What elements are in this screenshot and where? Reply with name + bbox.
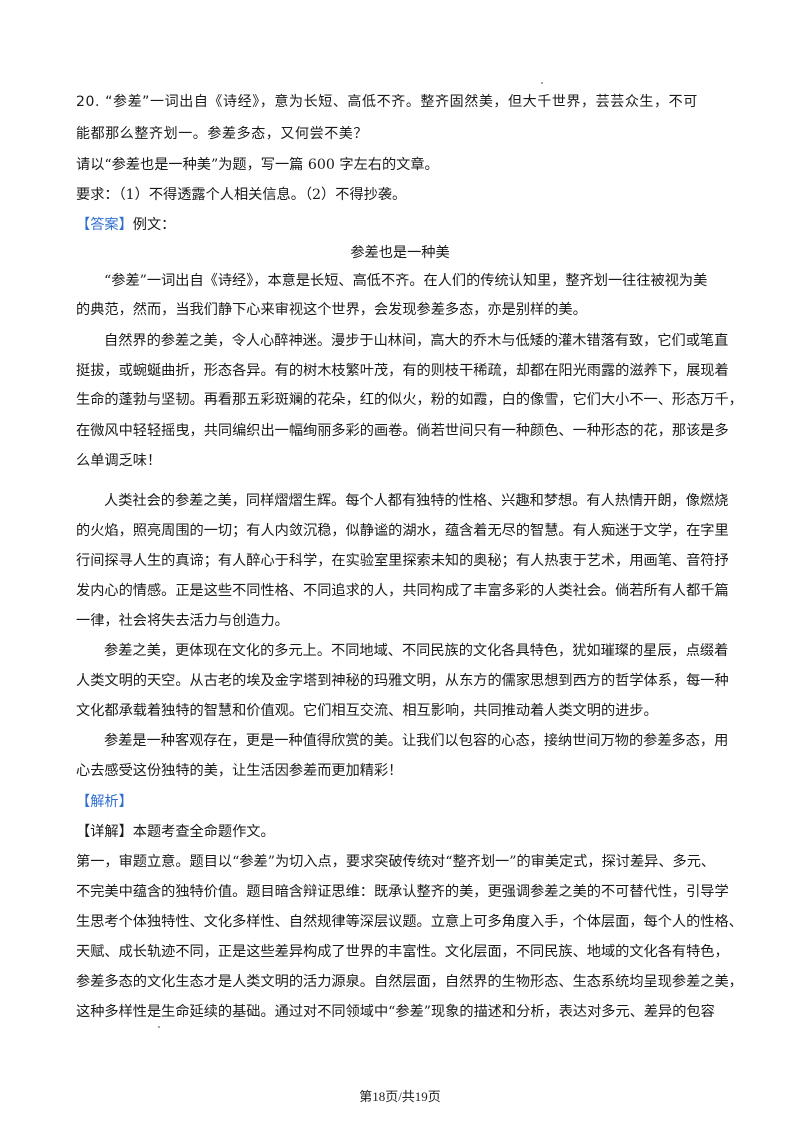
answer-intro: 例文： — [132, 217, 176, 233]
essay-line: 的典范，然而，当我们静下心来审视这个世界，会发现参差多态，亦是别样的美。 — [76, 302, 587, 318]
analysis-line: 这种多样性是生命延续的基础。通过对不同领域中“参差”现象的描述和分析，表达对多元… — [76, 1004, 715, 1020]
essay-line: 生命的蓬勃与坚韧。再看那五彩斑斓的花朵，红的似火，粉的如霞，白的像雪，它们大小不… — [76, 392, 743, 408]
essay-line: 文化都承载着独特的智慧和价值观。它们相互交流、相互影响，共同推动着人类文明的进步… — [76, 703, 658, 719]
speck — [541, 82, 543, 84]
question-requirements: 要求：（1）不得透露个人相关信息。（2）不得抄袭。 — [76, 187, 407, 203]
essay-line: 参差之美，更体现在文化的多元上。不同地域、不同民族的文化各具特色，犹如璀璨的星辰… — [104, 643, 729, 659]
answer-heading: 【答案】例文： — [76, 215, 736, 235]
analysis-line: 参差多态的文化生态才是人类文明的活力源泉。自然层面，自然界的生物形态、生态系统均… — [76, 974, 743, 990]
question-prompt: 请以“参差也是一种美”为题，写一篇 600 字左右的文章。 — [76, 157, 439, 173]
essay-line: 一律，社会将失去活力与创造力。 — [76, 613, 289, 629]
essay-line: 挺拔，或蜿蜒曲折，形态各异。有的树木枝繁叶茂，有的则枝干稀疏，却都在阳光雨露的滋… — [76, 363, 729, 379]
essay-line: 自然界的参差之美，令人心醉神迷。漫步于山林间，高大的乔木与低矮的灌木错落有致，它… — [104, 333, 729, 349]
essay-line: 参差是一种客观存在，更是一种值得欣赏的美。让我们以包容的心态，接纳世间万物的参差… — [104, 733, 729, 749]
essay-line: 发内心的情感。正是这些不同性格、不同追求的人，共同构成了丰富多彩的人类社会。倘若… — [76, 583, 729, 599]
detail-intro: 本题考查全命题作文。 — [132, 824, 275, 840]
essay-title: 参差也是一种美 — [350, 245, 450, 261]
analysis-line: 生思考个体独特性、文化多样性、自然规律等深层议题。立意上可多角度入手，个体层面，… — [76, 914, 743, 930]
analysis-line: 天赋、成长轨迹不同，正是这些差异构成了世界的丰富性。文化层面，不同民族、地域的文… — [76, 944, 729, 960]
essay-line: 心去感受这份独特的美，让生活因参差而更加精彩！ — [76, 763, 403, 779]
detail-heading: 【详解】本题考查全命题作文。 — [76, 822, 736, 842]
essay-line: 么单调乏味！ — [76, 453, 162, 469]
essay-line: “参差”一词出自《诗经》，本意是长短、高低不齐。在人们的传统认知里，整齐划一往往… — [104, 273, 708, 289]
analysis-line: 不完美中蕴含的独特价值。题目暗含辩证思维：既承认整齐的美，更强调参差之美的不可替… — [76, 884, 729, 900]
essay-line: 人类社会的参差之美，同样熠熠生辉。每个人都有独特的性格、兴趣和梦想。有人热情开朗… — [104, 493, 729, 509]
detail-tag: 【详解】 — [76, 824, 133, 840]
analysis-tag: 【解析】 — [76, 794, 133, 810]
page-footer: 第18页/共19页 — [359, 1089, 441, 1104]
answer-tag: 【答案】 — [76, 217, 133, 233]
analysis-line: 第一，审题立意。题目以“参差”为切入点，要求突破传统对“整齐划一”的审美定式，探… — [76, 854, 716, 870]
question-line-1: 20. “参差”一词出自《诗经》，意为长短、高低不齐。整齐固然美，但大千世界，芸… — [76, 94, 698, 110]
essay-line: 人类文明的天空。从古老的埃及金字塔到神秘的玛雅文明，从东方的儒家思想到西方的哲学… — [76, 673, 729, 689]
essay-line: 行间探寻人生的真谛；有人醉心于科学，在实验室里探索未知的奥秘；有人热衷于艺术，用… — [76, 553, 729, 569]
speck — [158, 1026, 160, 1028]
question-line-2: 能都那么整齐划一。参差多态，又何尝不美？ — [76, 126, 368, 142]
essay-line: 的火焰，照亮周围的一切；有人内敛沉稳，似静谧的湖水，蕴含着无尽的智慧。有人痴迷于… — [76, 523, 729, 539]
essay-line: 在微风中轻轻摇曳，共同编织出一幅绚丽多彩的画卷。倘若世间只有一种颜色、一种形态的… — [76, 423, 729, 439]
